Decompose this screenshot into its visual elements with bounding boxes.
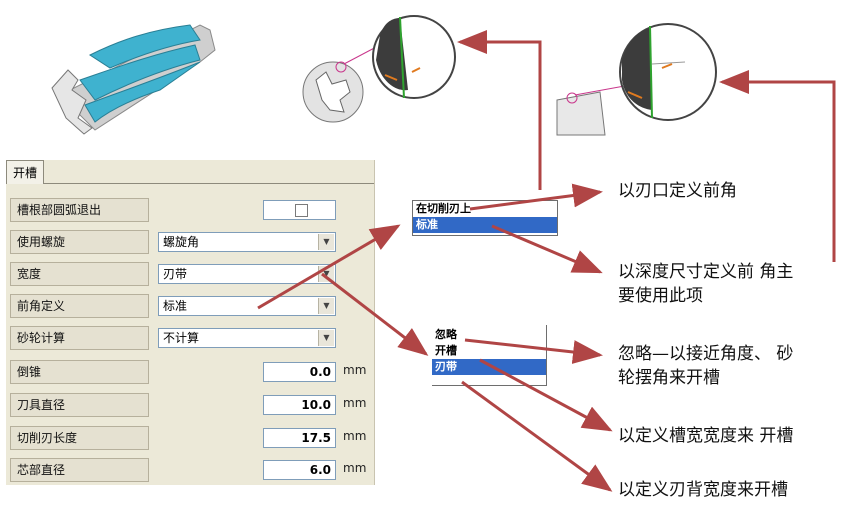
row-back-taper: 倒锥 0.0 mm (10, 360, 370, 386)
width-dropdown: 忽略 开槽 刃带 (432, 325, 547, 386)
row-core-diameter: 芯部直径 6.0 mm (10, 458, 370, 484)
back-taper-label: 倒锥 (10, 360, 149, 384)
row-flute-root-arc-exit: 槽根部圆弧退出 (10, 198, 370, 224)
chevron-down-icon[interactable]: ▼ (318, 234, 334, 250)
chevron-down-icon[interactable]: ▼ (318, 330, 334, 346)
rake-definition-value: 标准 (163, 299, 188, 313)
tool-diameter-label: 刀具直径 (10, 393, 149, 417)
annotation-rake-by-depth-line2: 要使用此项 (618, 286, 703, 306)
illustrations (51, 15, 717, 136)
core-diameter-input[interactable]: 6.0 (263, 460, 336, 480)
annotation-land-width: 以定义刃背宽度来开槽 (618, 480, 788, 500)
annotation-ignore-line2: 轮摆角来开槽 (618, 368, 720, 388)
cutting-edge-length-unit: mm (343, 429, 367, 443)
annotation-rake-by-edge: 以刃口定义前角 (618, 181, 737, 201)
row-tool-diameter: 刀具直径 10.0 mm (10, 393, 370, 419)
width-option-land[interactable]: 刃带 (432, 359, 546, 375)
annotation-ignore: 忽略—以接近角度、 砂 轮摆角来开槽 (618, 342, 793, 390)
tool-diameter-input[interactable]: 10.0 (263, 395, 336, 415)
width-label: 宽度 (10, 262, 149, 286)
core-diameter-label: 芯部直径 (10, 458, 149, 482)
annotation-rake-by-depth: 以深度尺寸定义前 角主 要使用此项 (618, 260, 793, 308)
tab-flute[interactable]: 开槽 (6, 160, 44, 184)
use-helix-select[interactable]: 螺旋角 ▼ (158, 232, 336, 252)
wheel-calculation-select[interactable]: 不计算 ▼ (158, 328, 336, 348)
annotation-flute-width: 以定义槽宽宽度来 开槽 (618, 426, 794, 446)
use-helix-label: 使用螺旋 (10, 230, 149, 254)
flute-root-arc-exit-label: 槽根部圆弧退出 (10, 198, 149, 222)
core-diameter-unit: mm (343, 461, 367, 475)
cutting-edge-length-input[interactable]: 17.5 (263, 428, 336, 448)
rake-definition-select[interactable]: 标准 ▼ (158, 296, 336, 316)
wheel-calculation-label: 砂轮计算 (10, 326, 149, 350)
rake-definition-label: 前角定义 (10, 294, 149, 318)
row-rake-definition: 前角定义 标准 ▼ (10, 294, 370, 320)
flute-root-arc-exit-checkbox[interactable] (295, 204, 308, 217)
annotation-rake-by-depth-line1: 以深度尺寸定义前 角主 (618, 262, 794, 282)
back-taper-unit: mm (343, 363, 367, 377)
rake-option-on-cutting-edge[interactable]: 在切削刃上 (416, 202, 471, 215)
chevron-down-icon[interactable]: ▼ (318, 298, 334, 314)
back-taper-input[interactable]: 0.0 (263, 362, 336, 382)
row-cutting-edge-length: 切削刃长度 17.5 mm (10, 426, 370, 452)
tab-divider (44, 183, 374, 184)
rake-option-standard[interactable]: 标准 (413, 217, 557, 233)
magnified-detail-2 (556, 23, 717, 136)
use-helix-value: 螺旋角 (163, 235, 200, 249)
wheel-calculation-value: 不计算 (163, 331, 200, 345)
annotation-ignore-line1: 忽略—以接近角度、 砂 (618, 344, 794, 364)
row-use-helix: 使用螺旋 螺旋角 ▼ (10, 230, 370, 256)
tool-diameter-unit: mm (343, 396, 367, 410)
width-option-flute[interactable]: 开槽 (435, 344, 457, 357)
flute-root-arc-exit-field (263, 200, 336, 220)
row-wheel-calculation: 砂轮计算 不计算 ▼ (10, 326, 370, 352)
width-option-ignore[interactable]: 忽略 (435, 328, 457, 341)
cutting-edge-length-label: 切削刃长度 (10, 426, 149, 450)
width-value: 刃带 (163, 267, 188, 281)
end-mill-image (51, 24, 216, 135)
magnified-detail-1 (302, 15, 456, 123)
